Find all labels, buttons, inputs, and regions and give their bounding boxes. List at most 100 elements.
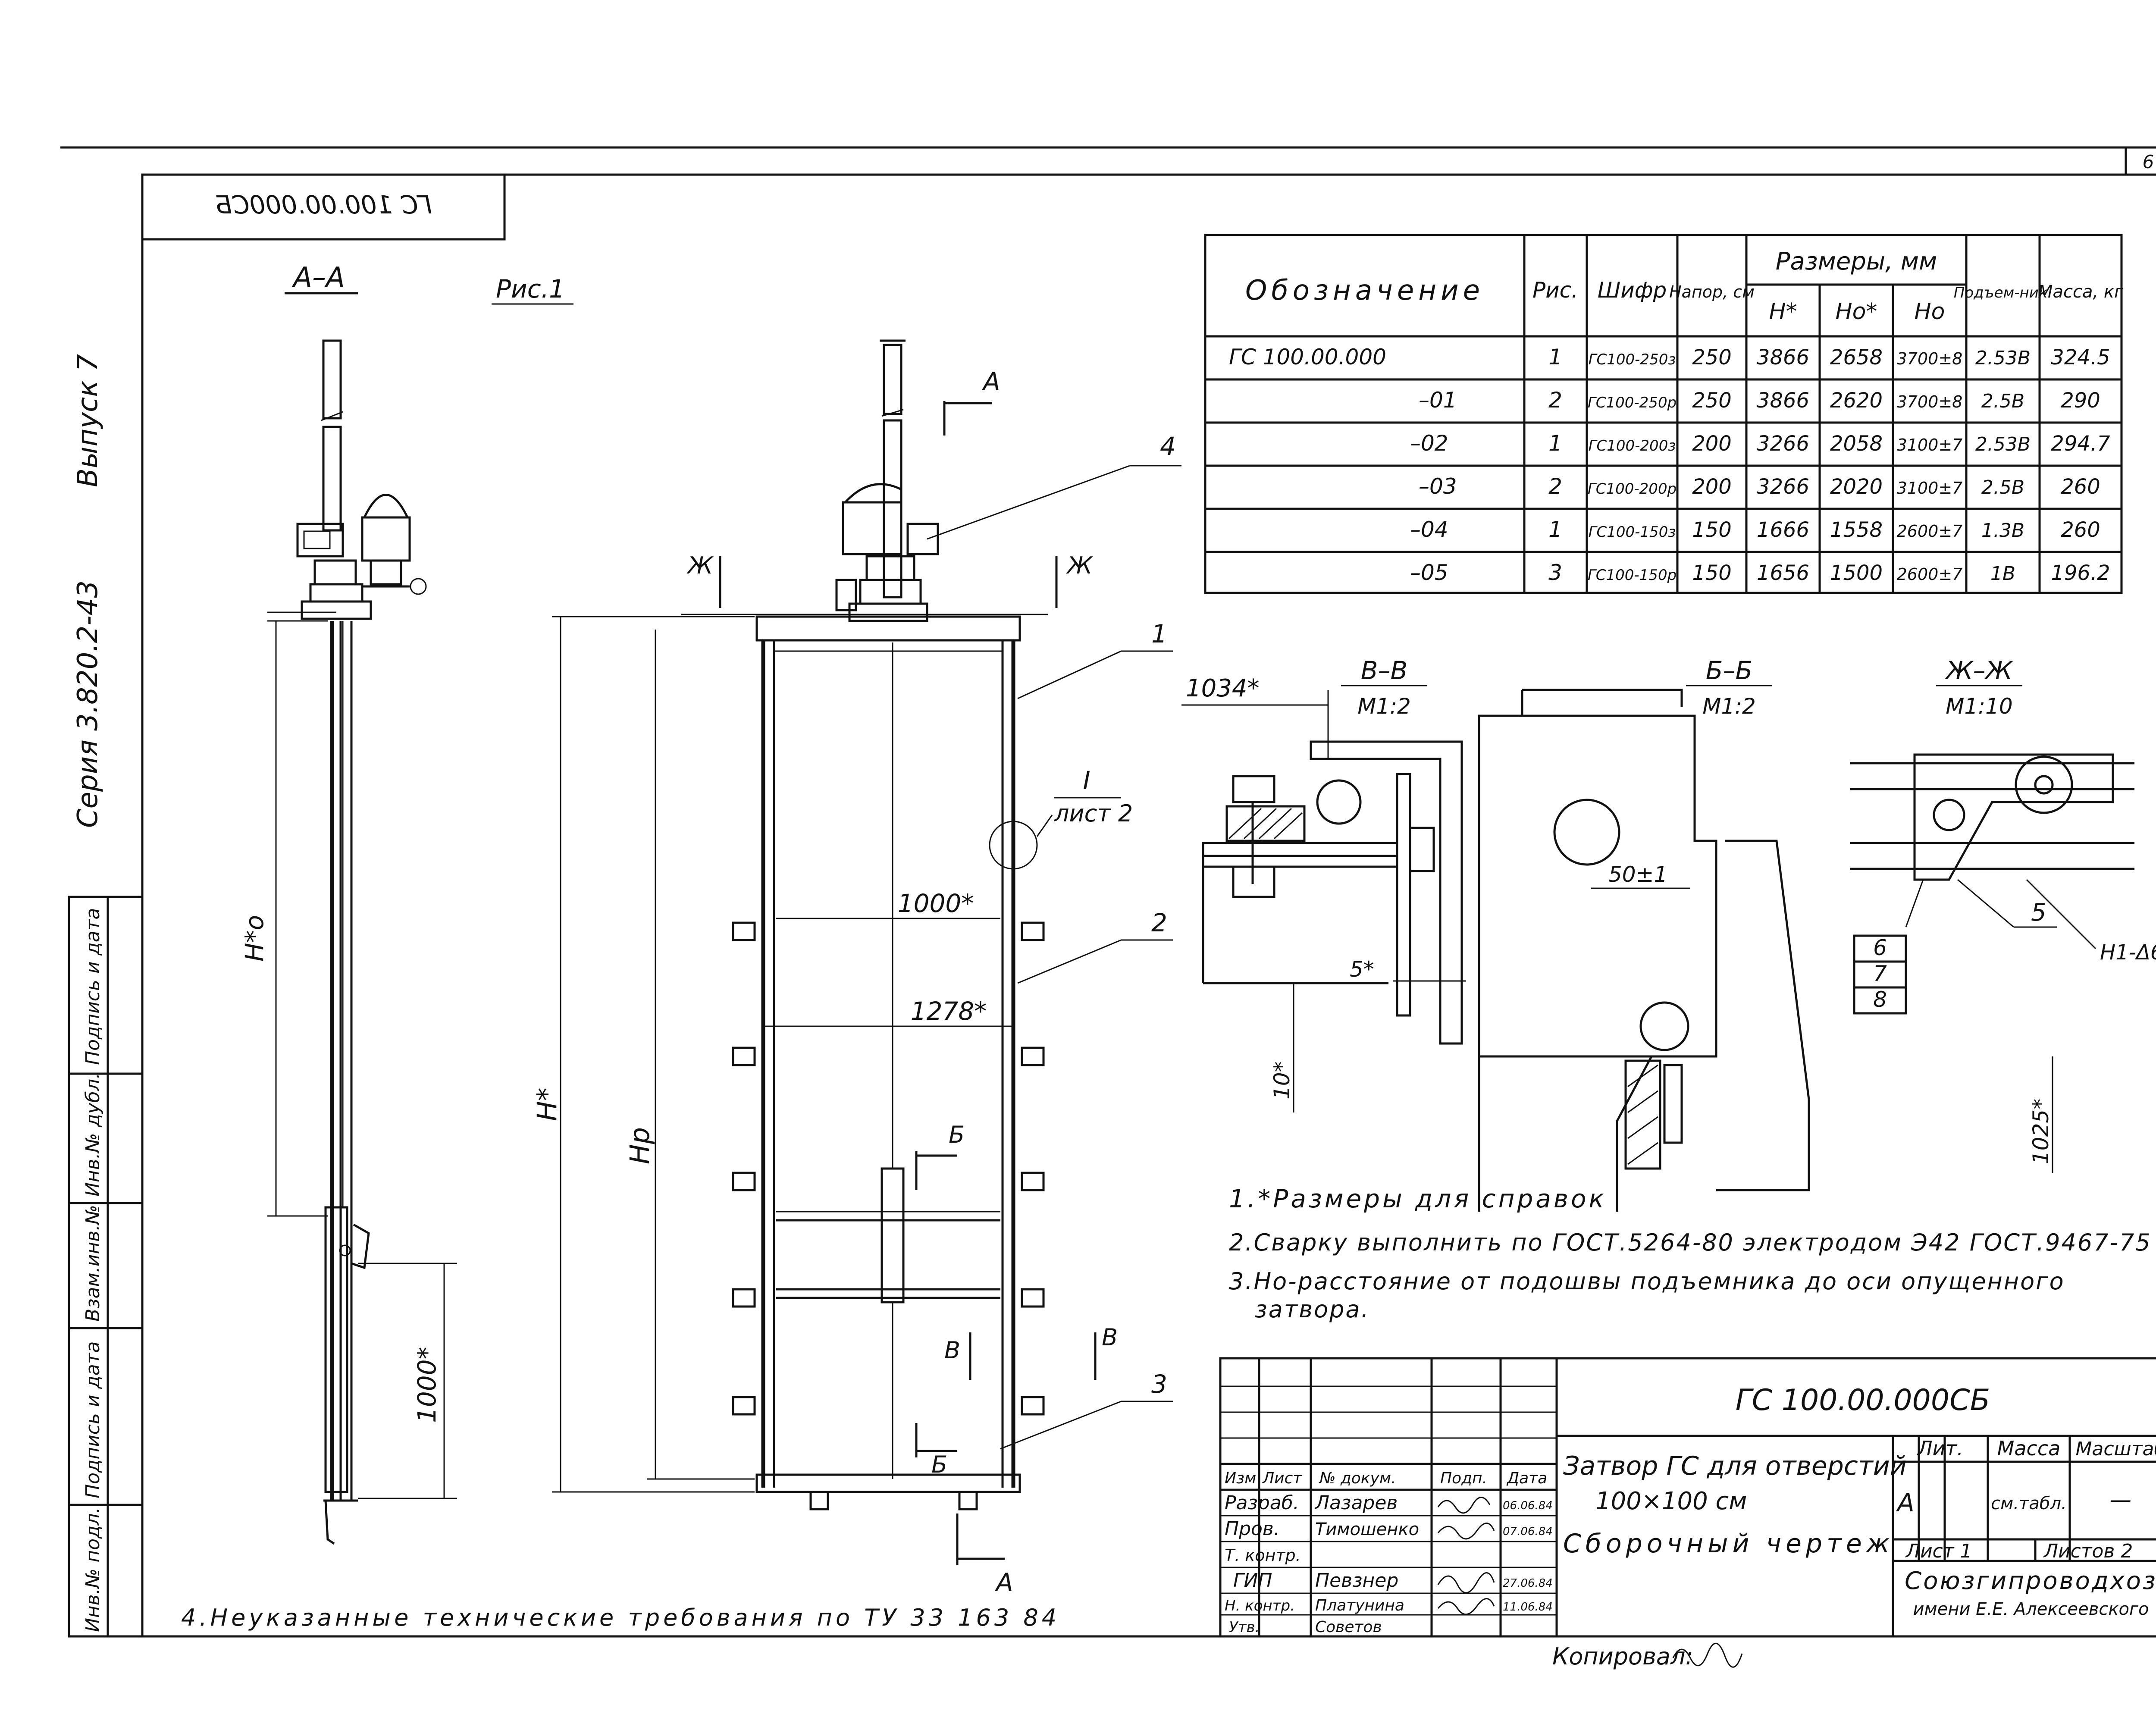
table-row: ГС 100.00.000 1 ГС100-250з 250 3866 2658…: [1229, 345, 2110, 370]
tb-name: Тимошенко: [1315, 1520, 1419, 1539]
tb-date: 06.06.84: [1503, 1499, 1553, 1512]
callout-7: 7: [1873, 961, 1887, 986]
tb-mass-label: Масса: [1997, 1437, 2061, 1460]
dim-1000-vert: 1000*: [412, 1347, 442, 1423]
cell-head: 200: [1692, 475, 1732, 499]
note-3b: затвора.: [1255, 1296, 1370, 1323]
copied-label: Копировал:: [1552, 1643, 1693, 1670]
cell-lifter: 2.5В: [1981, 390, 2024, 412]
tb-name: Певзнер: [1315, 1570, 1398, 1592]
callout-6: 6: [1873, 935, 1887, 960]
callout-8: 8: [1873, 987, 1887, 1012]
th-fig: Рис.: [1532, 278, 1578, 303]
cell-code: ГС100-200з: [1589, 437, 1676, 454]
cell-ho-star: 2058: [1830, 432, 1883, 456]
tb-scale-label: Масштаб: [2075, 1438, 2156, 1460]
tb-role: ГИП: [1233, 1570, 1272, 1592]
dim-10: 10*: [1269, 1061, 1294, 1100]
section-a-bottom: А: [994, 1568, 1013, 1597]
section-v-left: В: [944, 1337, 960, 1364]
strip-sign-date-2: Подпись и дата: [82, 1341, 104, 1498]
tb-sheet: Лист 1: [1905, 1540, 1972, 1562]
callout-3: 3: [1151, 1369, 1167, 1399]
callout-4: 4: [1160, 432, 1176, 461]
cell-head: 250: [1692, 345, 1732, 370]
sheet-number: 6: [2143, 151, 2154, 172]
title-block: Изм Лист № докум. Подп. Дата Разраб. Лаз…: [1219, 1357, 2156, 1638]
cell-designation: –04: [1410, 517, 1448, 542]
cell-code: ГС100-200р: [1588, 480, 1677, 498]
section-bb-label: В–В: [1361, 656, 1408, 685]
dim-50: 50±1: [1608, 862, 1667, 887]
tb-lit-label: Лит.: [1917, 1437, 1963, 1460]
section-aa-label: А–А: [291, 262, 345, 294]
detail-ref: I: [1083, 766, 1090, 795]
cell-h: 1656: [1757, 561, 1809, 585]
cell-lifter: 1В: [1990, 563, 2015, 585]
note-2: 2.Сварку выполнить по ГОСТ.5264-80 элект…: [1229, 1229, 2152, 1256]
table-row: –05 3 ГС100-150р 150 1656 1500 2600±7 1В…: [1410, 560, 2110, 585]
cell-lifter: 2.53В: [1975, 347, 2031, 369]
cell-fig: 3: [1548, 560, 1562, 585]
tb-date: 07.06.84: [1503, 1525, 1553, 1538]
cell-ho-star: 2658: [1830, 345, 1883, 370]
tb-role: Н. контр.: [1225, 1597, 1295, 1614]
section-b-top: Б: [949, 1121, 965, 1148]
dim-1278: 1278*: [911, 996, 987, 1026]
detail-sheet: лист 2: [1054, 800, 1133, 827]
tb-org-2: имени Е.Е. Алексеевского: [1913, 1599, 2149, 1619]
cell-head: 150: [1692, 518, 1732, 542]
section-zz-scale: М1:10: [1946, 694, 2012, 719]
th-designation: Обозначение: [1245, 275, 1484, 307]
cell-ho: 2600±7: [1897, 522, 1963, 541]
cell-mass: 290: [2061, 389, 2100, 413]
tb-lit-value: А: [1896, 1488, 1915, 1517]
cell-mass: 324.5: [2051, 345, 2110, 370]
section-zz-label: Ж–Ж: [1945, 656, 2013, 685]
dim-1025: 1025*: [2028, 1099, 2053, 1164]
issue-label: Выпуск 7: [72, 354, 104, 487]
table-row: –02 1 ГС100-200з 200 3266 2058 3100±7 2.…: [1410, 431, 2110, 456]
spec-table: Обозначение Рис. Шифр Напор, см Размеры,…: [1204, 234, 2124, 594]
view-section-b6: Б–Б М1:2 50±1: [1478, 656, 1810, 1212]
th-head: Напор, см: [1669, 282, 1755, 301]
tb-col-date: Дата: [1506, 1470, 1547, 1487]
cell-mass: 294.7: [2051, 432, 2110, 456]
copied-signature: [1672, 1642, 1743, 1668]
th-mass: Масса, кг: [2038, 282, 2124, 302]
th-ho-star: Hо*: [1836, 299, 1877, 325]
cell-lifter: 2.53В: [1975, 433, 2031, 455]
tb-date: 27.06.84: [1503, 1577, 1553, 1590]
section-zh-left: Ж: [686, 552, 714, 579]
tb-title-2: 100×100 см: [1595, 1487, 1747, 1515]
weld-symbol: Н1-Δ6: [2100, 940, 2156, 965]
cell-head: 250: [1692, 389, 1732, 413]
cell-ho-star: 2020: [1830, 475, 1883, 499]
section-a-top: А: [981, 367, 1000, 396]
strip-replace-no: Взам.инв.№: [82, 1205, 104, 1322]
dim-5: 5*: [1350, 957, 1374, 982]
tb-col-sign: Подп.: [1440, 1470, 1487, 1487]
cell-code: ГС100-150з: [1589, 523, 1676, 541]
section-b6-scale: М1:2: [1702, 694, 1756, 719]
cell-h: 3266: [1757, 432, 1809, 456]
cell-lifter: 1.3В: [1981, 520, 2024, 542]
th-code: Шифр: [1598, 278, 1667, 303]
section-b-bottom: Б: [931, 1451, 947, 1478]
cell-code: ГС100-250р: [1588, 394, 1677, 411]
tb-col-list: Лист: [1262, 1470, 1302, 1487]
cell-designation: –05: [1410, 560, 1448, 585]
tb-sheets: Листов 2: [2043, 1540, 2133, 1562]
tb-code: ГС 100.00.000СБ: [1736, 1383, 1990, 1417]
tb-name: Платунина: [1315, 1597, 1404, 1614]
cell-head: 150: [1692, 561, 1732, 585]
cell-code: ГС100-250з: [1589, 351, 1676, 368]
tb-name: Советов: [1315, 1618, 1382, 1636]
cell-ho: 3100±7: [1897, 479, 1963, 498]
cell-designation: ГС 100.00.000: [1229, 345, 1386, 370]
cell-mass: 196.2: [2051, 561, 2110, 585]
strip-sign-date-1: Подпись и дата: [82, 908, 104, 1065]
callout-5: 5: [2031, 899, 2046, 927]
cell-ho: 3700±8: [1897, 392, 1963, 411]
cell-designation: –01: [1419, 388, 1457, 413]
